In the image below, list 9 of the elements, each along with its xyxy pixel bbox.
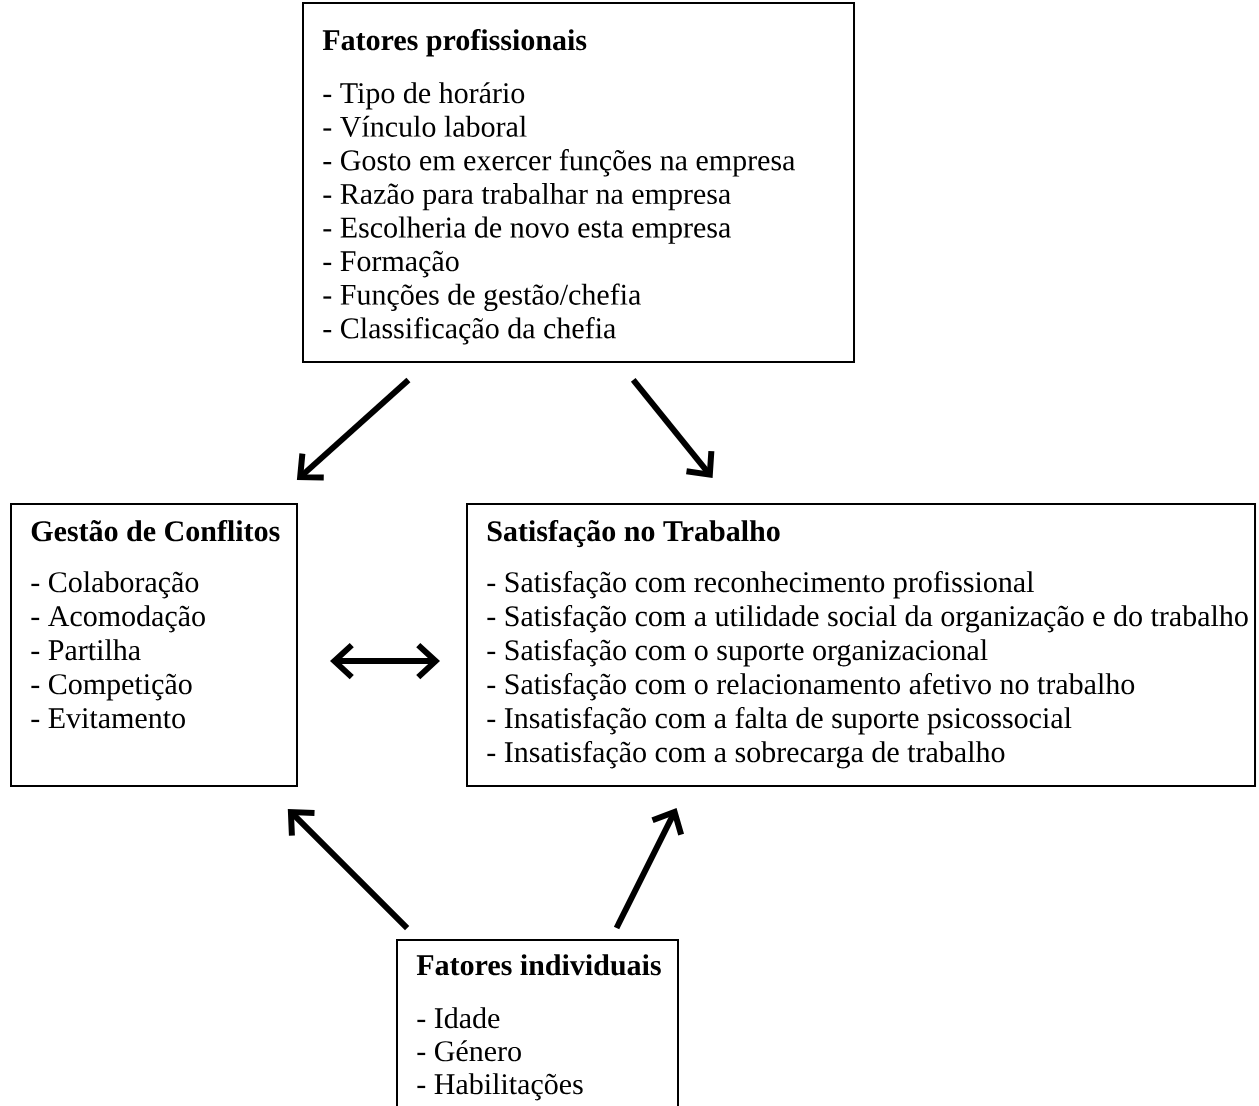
arrow (330, 642, 440, 680)
arrow (287, 808, 410, 931)
arrow (613, 808, 684, 930)
text-box: Fatores individuais - Idade - Género - Habilitações (396, 939, 679, 1106)
text-box: Gestão de Conflitos - Colaboração - Acomodação - Partilha - Competição - Evitamento (10, 503, 298, 787)
arrow (630, 378, 715, 479)
text-box: Satisfação no Trabalho - Satisfação com reconhecimento profissional - Satisfação com a utilidade social da organização e do trabalho - Satisfação com o suporte organizacional - Satisfação com o relacionamento afetivo no trabalho - Insatisfação com a falta de suporte psicossocial - Insatisfação com a sobrecarga de trabalho (466, 503, 1256, 787)
arrow (296, 377, 411, 481)
text-box: Fatores profissionais - Tipo de horário - Vínculo laboral - Gosto em exercer funções na empresa - Razão para trabalhar na empresa - Escolheria de novo esta empresa - Formação - Funções de gestão/chefia - Classificação da chefia (302, 2, 855, 363)
